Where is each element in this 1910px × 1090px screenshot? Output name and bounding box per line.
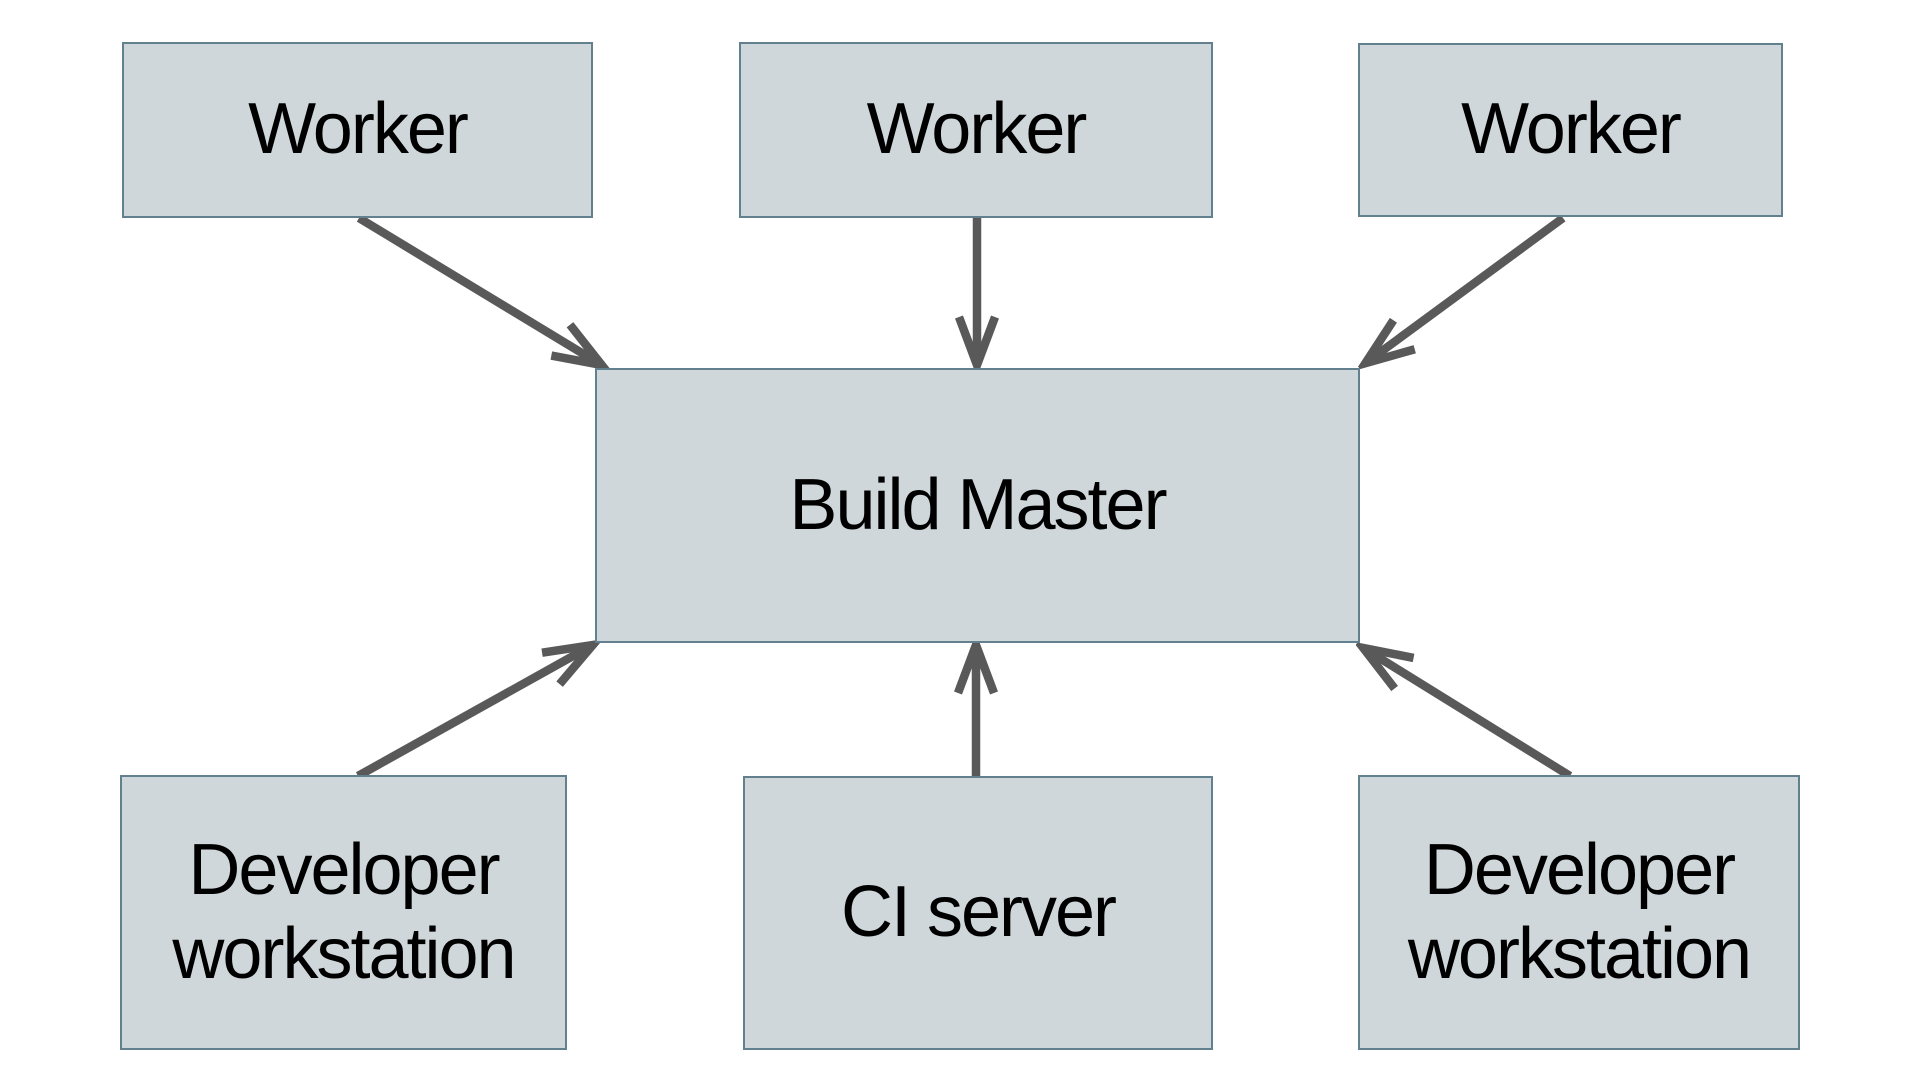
node-ci-server-label: CI server bbox=[840, 872, 1117, 953]
node-build-master-label: Build Master bbox=[789, 464, 1167, 545]
node-dev-workstation-2-label: Developer workstation bbox=[1407, 829, 1752, 994]
node-dev-workstation-1: Developer workstation bbox=[120, 775, 567, 1050]
node-worker-3-label: Worker bbox=[1461, 89, 1682, 170]
node-worker-2: Worker bbox=[739, 42, 1213, 218]
arrow-dev-workstation-2-to-build-master bbox=[1365, 649, 1573, 780]
node-ci-server: CI server bbox=[743, 776, 1213, 1050]
arrow-worker-1-to-build-master bbox=[356, 214, 600, 364]
node-worker-3: Worker bbox=[1358, 43, 1783, 217]
node-dev-workstation-1-label: Developer workstation bbox=[172, 829, 516, 994]
arrow-dev-workstation-1-to-build-master bbox=[355, 646, 591, 780]
node-worker-1: Worker bbox=[122, 42, 593, 218]
node-dev-workstation-2: Developer workstation bbox=[1358, 775, 1800, 1050]
node-worker-1-label: Worker bbox=[248, 89, 469, 170]
arrow-worker-3-to-build-master bbox=[1367, 214, 1566, 362]
node-build-master: Build Master bbox=[595, 368, 1360, 643]
node-worker-2-label: Worker bbox=[866, 89, 1088, 170]
